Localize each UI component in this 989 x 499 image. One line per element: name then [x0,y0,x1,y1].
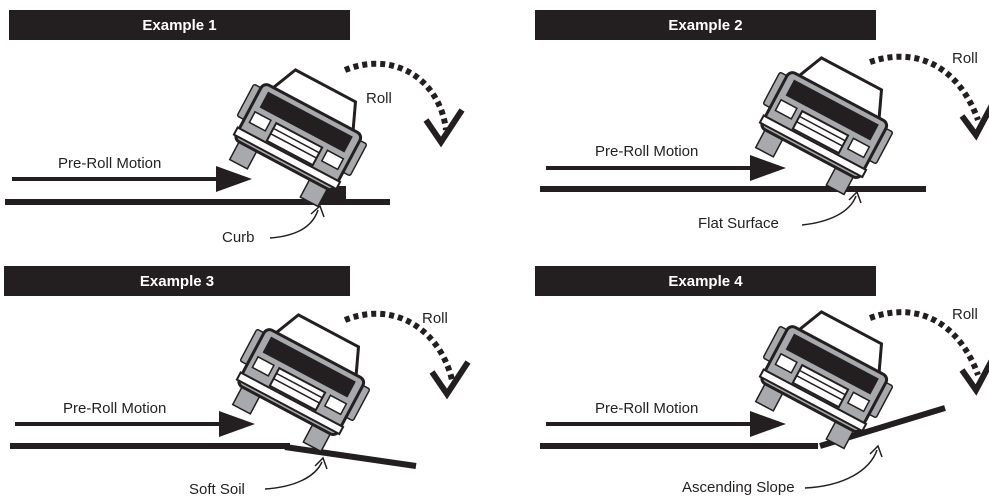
example-4-diagram [540,296,989,489]
example-3-roll-arrowhead-icon [429,360,471,400]
example-4-pointer-head [869,444,883,458]
example-3-surface-label: Soft Soil [189,481,245,498]
example-3-header: Example 3 [4,266,350,296]
example-2-vehicle-icon [741,42,910,203]
example-2-pointer-head [848,190,862,204]
example-1-roll-label: Roll [366,90,392,107]
example-1-title: Example 1 [142,16,217,34]
example-2-title: Example 2 [668,16,743,34]
example-3-pointer-head [314,456,328,470]
example-4-roll-arrow-icon [868,309,981,377]
example-2-header: Example 2 [535,10,876,40]
example-3-motion-label: Pre-Roll Motion [63,400,167,417]
example-2-roll-label: Roll [952,50,978,67]
example-3-pointer-line [264,461,323,490]
example-4-vehicle-icon [741,296,910,457]
example-4-roll-arrowhead-icon [959,359,989,396]
example-1-header: Example 1 [9,10,350,40]
example-3-title: Example 3 [139,272,215,290]
example-1-motion-label: Pre-Roll Motion [58,155,162,172]
example-3-roll-label: Roll [422,310,448,327]
example-2-diagram [540,42,989,226]
example-4-surface-label: Ascending Slope [682,479,795,496]
example-4-pointer-line [804,449,878,489]
example-1-roll-arrowhead-icon [423,108,465,148]
example-3-diagram [10,299,471,490]
example-3-vehicle-icon [218,299,387,460]
example-4-header: Example 4 [535,266,876,296]
example-1-surface-label: Curb [222,229,255,246]
example-1-diagram [5,54,465,239]
example-4-motion-label: Pre-Roll Motion [595,400,699,417]
example-2-roll-arrowhead-icon [959,104,989,141]
example-1-roll-arrow-icon [343,60,449,131]
example-2-roll-arrow-icon [869,53,981,122]
example-3-soft-soil-slope [284,444,417,469]
example-4-roll-label: Roll [952,306,978,323]
example-2-motion-label: Pre-Roll Motion [595,143,699,160]
example-4-title: Example 4 [668,272,743,290]
example-1-pointer-head [310,204,325,218]
example-1-vehicle-icon [215,54,384,215]
example-2-pointer-line [801,195,857,226]
example-2-surface-label: Flat Surface [698,215,779,232]
example-1-pointer-line [269,209,319,239]
